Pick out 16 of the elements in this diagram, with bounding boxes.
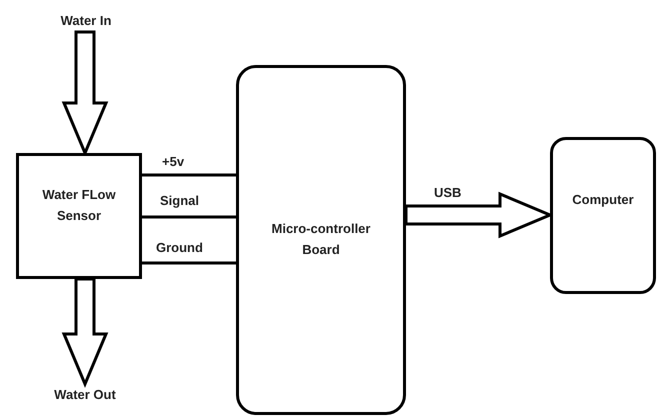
node-label: Micro-controller Board: [270, 220, 372, 259]
node-label: Computer: [572, 191, 634, 210]
node-label: Water Out: [54, 386, 116, 404]
edge-label: USB: [432, 186, 464, 200]
block-arrow: [62, 278, 108, 388]
wire: [142, 216, 236, 218]
node-label: Water In: [60, 12, 112, 30]
wire: [142, 174, 236, 176]
edge-label: +5v: [160, 155, 186, 170]
wire: [142, 262, 236, 264]
edge-label: Ground: [154, 241, 205, 256]
controller-box: [236, 65, 406, 415]
edge-label: Signal: [158, 194, 202, 208]
component-box: [550, 137, 656, 294]
component-box: [16, 153, 142, 279]
node-label: Water FLow Sensor: [41, 186, 117, 225]
